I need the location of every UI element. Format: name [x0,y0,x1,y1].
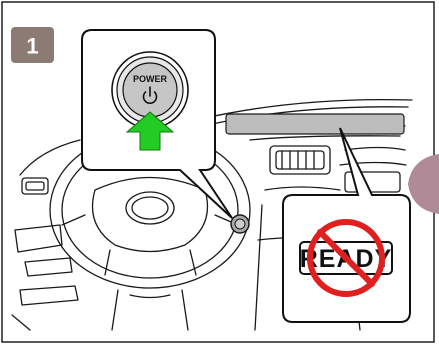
step-badge: 1 [11,27,54,63]
power-button-label: POWER [133,74,168,84]
step-number: 1 [26,34,38,59]
